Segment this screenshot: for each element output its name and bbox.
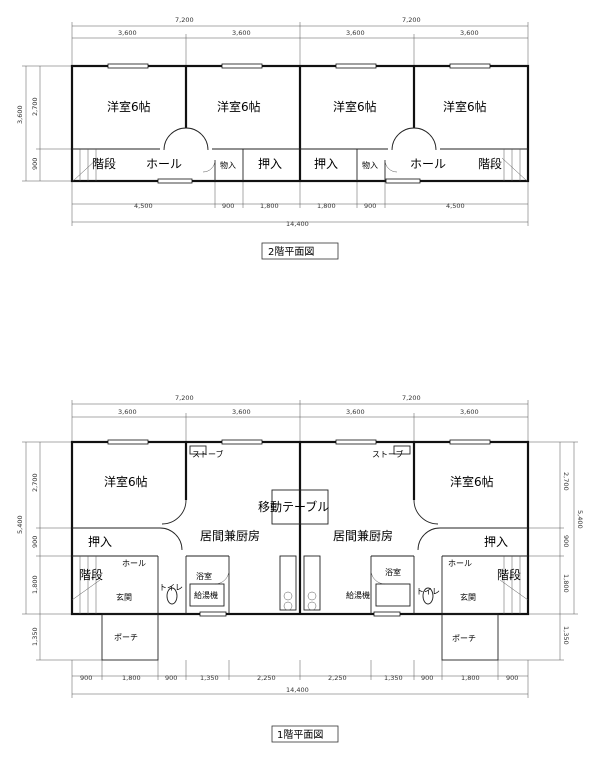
room-1f-living-right: 居間兼厨房	[333, 528, 393, 543]
room-2f-western-3: 洋室6帖	[333, 99, 377, 114]
room-1f-entrance-left: 玄関	[116, 592, 132, 602]
dim-2f-top-3600-a: 3,600	[118, 29, 137, 37]
dim-1f-left-2700: 2,700	[31, 473, 39, 492]
dim-2f-bottom-4500-right: 4,500	[446, 202, 465, 210]
room-2f-stairs-left: 階段	[92, 156, 116, 171]
floor1-caption: 1階平面図	[277, 729, 323, 741]
dim-1f-bottom-1800-b: 1,800	[461, 674, 480, 682]
dim-1f-bottom-1350-a: 1,350	[200, 674, 219, 682]
dim-2f-top-right-7200: 7,200	[402, 16, 421, 24]
dim-2f-bottom-900-left: 900	[222, 202, 234, 210]
room-2f-hall-left: ホール	[146, 157, 182, 171]
room-1f-moving-table: 移動テーブル	[258, 499, 329, 514]
dim-2f-bottom-4500-left: 4,500	[134, 202, 153, 210]
dim-1f-left-5400: 5,400	[16, 515, 24, 534]
dim-2f-left-900: 900	[31, 158, 39, 170]
dim-1f-right-5400: 5,400	[576, 510, 584, 529]
room-2f-western-2: 洋室6帖	[217, 99, 261, 114]
room-1f-hall-right: ホール	[448, 559, 472, 568]
dim-1f-bottom-14400: 14,400	[286, 686, 309, 694]
room-1f-closet-right: 押入	[484, 535, 508, 549]
dim-1f-bottom-900-d: 900	[506, 674, 518, 682]
floor1-top-dimensions: 7,200 7,200 3,600 3,600 3,600 3,600	[71, 394, 529, 442]
floor1-left-dimensions: 5,400 2,700 900 1,800 1,350	[16, 441, 102, 661]
room-1f-stairs-left: 階段	[79, 567, 103, 582]
dim-2f-top-3600-d: 3,600	[460, 29, 479, 37]
room-1f-heater-right: 給湯機	[346, 590, 370, 600]
dim-1f-bottom-900-a: 900	[80, 674, 92, 682]
dim-2f-left-3600: 3,600	[16, 105, 24, 124]
floor1-bottom-dimensions: 900 1,800 900 1,350 2,250 2,250 1,350 90…	[71, 660, 529, 698]
room-1f-western-right: 洋室6帖	[450, 474, 494, 489]
room-1f-toilet-right: トイレ	[416, 587, 440, 596]
dim-1f-left-1800: 1,800	[31, 575, 39, 594]
dim-1f-top-3600-b: 3,600	[232, 408, 251, 416]
dim-1f-right-1800: 1,800	[562, 574, 570, 593]
floor2-left-dimensions: 3,600 2,700 900	[16, 65, 72, 182]
dim-1f-top-left-7200: 7,200	[175, 394, 194, 402]
room-2f-storage-right: 物入	[362, 160, 378, 170]
dim-1f-bottom-1350-b: 1,350	[384, 674, 403, 682]
floor2-room-labels: 洋室6帖 洋室6帖 洋室6帖 洋室6帖 階段 ホール 物入 押入 押入 物入 ホ…	[92, 99, 502, 171]
dim-2f-top-3600-c: 3,600	[346, 29, 365, 37]
room-1f-bath-right: 浴室	[385, 567, 401, 577]
room-2f-hall-right: ホール	[410, 157, 446, 171]
room-2f-stairs-right: 階段	[478, 156, 502, 171]
dim-1f-top-3600-d: 3,600	[460, 408, 479, 416]
dim-1f-left-1350: 1,350	[31, 627, 39, 646]
dim-2f-bottom-1800-right: 1,800	[317, 202, 336, 210]
room-1f-entrance-right: 玄関	[460, 592, 476, 602]
room-1f-stove-left: ストーブ	[192, 449, 224, 459]
room-2f-closet-left: 押入	[258, 157, 282, 171]
dim-1f-bottom-900-b: 900	[165, 674, 177, 682]
room-1f-stairs-right: 階段	[497, 567, 521, 582]
floor2-bottom-dimensions: 4,500 900 1,800 1,800 900 4,500 14,400	[71, 181, 529, 228]
dim-2f-top-3600-b: 3,600	[232, 29, 251, 37]
room-1f-stove-right: ストーブ	[372, 449, 404, 459]
dim-1f-top-3600-c: 3,600	[346, 408, 365, 416]
floor2-walls	[70, 63, 530, 184]
floor1-right-dimensions: 5,400 2,700 900 1,800 1,350	[498, 441, 584, 661]
dim-2f-bottom-14400: 14,400	[286, 220, 309, 228]
room-1f-porch-right: ポーチ	[452, 634, 476, 643]
room-2f-western-4: 洋室6帖	[443, 99, 487, 114]
floor1-caption-box	[271, 725, 339, 743]
dim-1f-top-3600-a: 3,600	[118, 408, 137, 416]
dim-2f-top-left-7200: 7,200	[175, 16, 194, 24]
room-1f-heater-left: 給湯機	[194, 590, 218, 600]
dim-1f-right-900: 900	[562, 535, 570, 547]
dim-1f-bottom-900-c: 900	[421, 674, 433, 682]
dim-1f-left-900: 900	[31, 536, 39, 548]
dim-1f-bottom-2250-a: 2,250	[257, 674, 276, 682]
room-1f-toilet-left: トイレ	[159, 583, 183, 592]
room-2f-western-1: 洋室6帖	[107, 99, 151, 114]
floor1-room-labels: 洋室6帖 洋室6帖 ストーブ ストーブ 移動テーブル 居間兼厨房 居間兼厨房 押…	[79, 449, 521, 643]
room-1f-hall-left: ホール	[122, 559, 146, 568]
dim-2f-bottom-1800-left: 1,800	[260, 202, 279, 210]
floor2-caption: 2階平面図	[268, 246, 314, 258]
room-1f-western-left: 洋室6帖	[104, 474, 148, 489]
dim-2f-bottom-900-right: 900	[364, 202, 376, 210]
floor1-walls	[70, 439, 530, 661]
room-2f-storage-left: 物入	[220, 160, 236, 170]
floor2-caption-box	[261, 242, 339, 260]
dim-1f-right-2700: 2,700	[562, 472, 570, 491]
room-1f-living-left: 居間兼厨房	[200, 528, 260, 543]
dim-2f-left-2700: 2,700	[31, 97, 39, 116]
dim-1f-bottom-1800-a: 1,800	[122, 674, 141, 682]
room-1f-bath-left: 浴室	[196, 571, 212, 581]
room-2f-closet-right: 押入	[314, 157, 338, 171]
dim-1f-top-right-7200: 7,200	[402, 394, 421, 402]
room-1f-closet-left: 押入	[88, 535, 112, 549]
room-1f-porch-left: ポーチ	[114, 633, 138, 642]
floor2-top-dimensions: 7,200 7,200 3,600 3,600 3,600 3,600	[71, 16, 529, 66]
dim-1f-bottom-2250-b: 2,250	[328, 674, 347, 682]
dim-1f-right-1350: 1,350	[562, 626, 570, 645]
